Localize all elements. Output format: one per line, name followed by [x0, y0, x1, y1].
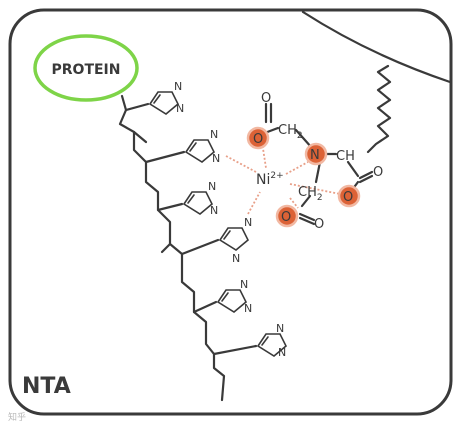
coordination-bonds	[225, 141, 341, 215]
carbonyl-oxygen-label: O	[314, 217, 324, 232]
ch2-upper-label: CH2	[278, 123, 303, 141]
ring-n-label: N	[176, 102, 184, 115]
ring-n-label: N	[244, 216, 252, 229]
amine-n-label: N	[310, 148, 320, 163]
ring-n-label: N	[278, 346, 286, 359]
imidazole-ring-6: N N	[256, 322, 287, 359]
amine-nitrogen-atom	[304, 142, 328, 166]
oxygen-label: O	[343, 190, 353, 205]
ring-n-label: N	[208, 180, 216, 193]
carboxyl-oxygen-3-atom	[275, 204, 299, 228]
imidazole-ring-2: N N	[184, 128, 220, 165]
protein-ellipse	[33, 34, 139, 102]
ring-n-label: N	[174, 80, 182, 93]
ring-n-label: N	[232, 252, 240, 265]
imidazole-ring-1: N N	[148, 80, 184, 115]
nta-title: NTA	[22, 374, 71, 399]
side-chains	[124, 102, 258, 356]
ring-n-label: N	[212, 152, 220, 165]
ring-n-label: N	[276, 322, 284, 335]
watermark-text: 知乎	[8, 411, 26, 423]
protein-label: PROTEIN	[52, 62, 121, 78]
alkyl-linker	[366, 64, 392, 154]
ring-n-label: N	[210, 204, 218, 217]
carbonyl-oxygen-label: O	[373, 165, 383, 180]
oxygen-label: O	[253, 132, 263, 147]
imidazole-ring-4: N N	[218, 216, 252, 265]
ring-n-label: N	[240, 278, 248, 291]
imidazole-ring-3: N N	[182, 180, 218, 217]
imidazole-ring-5: N N	[216, 278, 252, 315]
ch-label: CH	[336, 149, 355, 164]
card-frame	[8, 8, 453, 416]
carbonyl-oxygen-label: O	[261, 91, 271, 106]
ring-n-label: N	[210, 128, 218, 141]
carboxyl-oxygen-2-atom	[337, 184, 361, 208]
carboxyl-oxygen-1-atom	[246, 126, 270, 150]
bead-surface-arc	[301, 10, 452, 84]
ring-n-label: N	[244, 302, 252, 315]
ch2-lower-label: CH2	[298, 185, 323, 203]
nickel-label: Ni2+	[256, 171, 284, 188]
oxygen-label: O	[281, 210, 291, 225]
